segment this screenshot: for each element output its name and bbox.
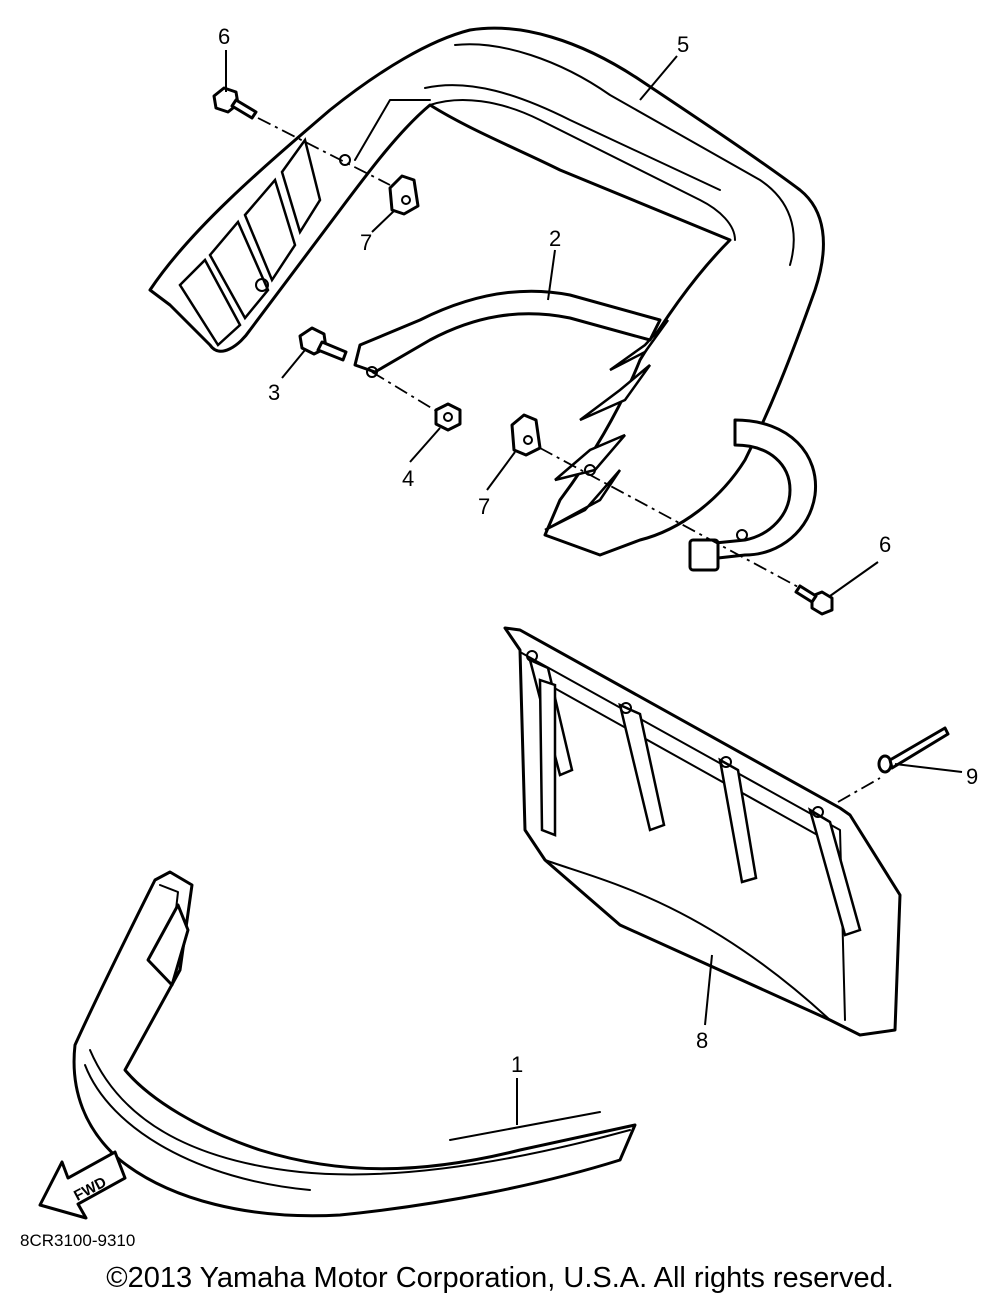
leader-4 [409,427,441,463]
fwd-arrow-icon: FWD [38,1150,127,1220]
part-4-nut[interactable] [434,402,462,432]
leader-3 [281,349,306,379]
assembly-line-right [539,447,801,589]
leader-7b [486,451,516,491]
part-7-clip-top[interactable] [388,174,420,216]
diagram-part-code: 8CR3100-9310 [20,1231,135,1250]
part-8-mud-flap[interactable] [503,626,902,1037]
callout-6-right: 6 [879,532,891,557]
part-9-rivet[interactable] [877,726,950,774]
leader-5 [639,55,678,101]
assembly-line-top [257,117,391,186]
callout-4: 4 [402,466,414,491]
callout-5: 5 [677,32,689,57]
callout-7-top: 7 [360,230,372,255]
part-7-clip-middle[interactable] [510,413,542,457]
copyright-notice: ©2013 Yamaha Motor Corporation, U.S.A. A… [106,1262,894,1294]
callout-9: 9 [966,764,978,789]
leader-2 [547,249,556,301]
part-1-front-bumper[interactable] [72,870,637,1218]
callout-2: 2 [549,226,561,251]
callout-7-middle: 7 [478,494,490,519]
assembly-line-middle [371,371,439,413]
part-5-rear-grab-bar[interactable] [148,26,825,557]
leader-9 [894,763,963,773]
callout-3: 3 [268,380,280,405]
part-2-stay[interactable] [353,289,818,572]
leader-8 [704,954,713,1026]
callout-6-top: 6 [218,24,230,49]
part-6-bolt-top[interactable] [212,86,258,120]
part-6-bolt-right[interactable] [794,584,834,616]
callout-8: 8 [696,1028,708,1053]
part-3-bolt[interactable] [298,326,348,362]
assembly-line-rivet [837,777,881,803]
leader-7a [371,209,396,233]
leader-6b [829,561,879,597]
callout-1: 1 [511,1052,523,1077]
